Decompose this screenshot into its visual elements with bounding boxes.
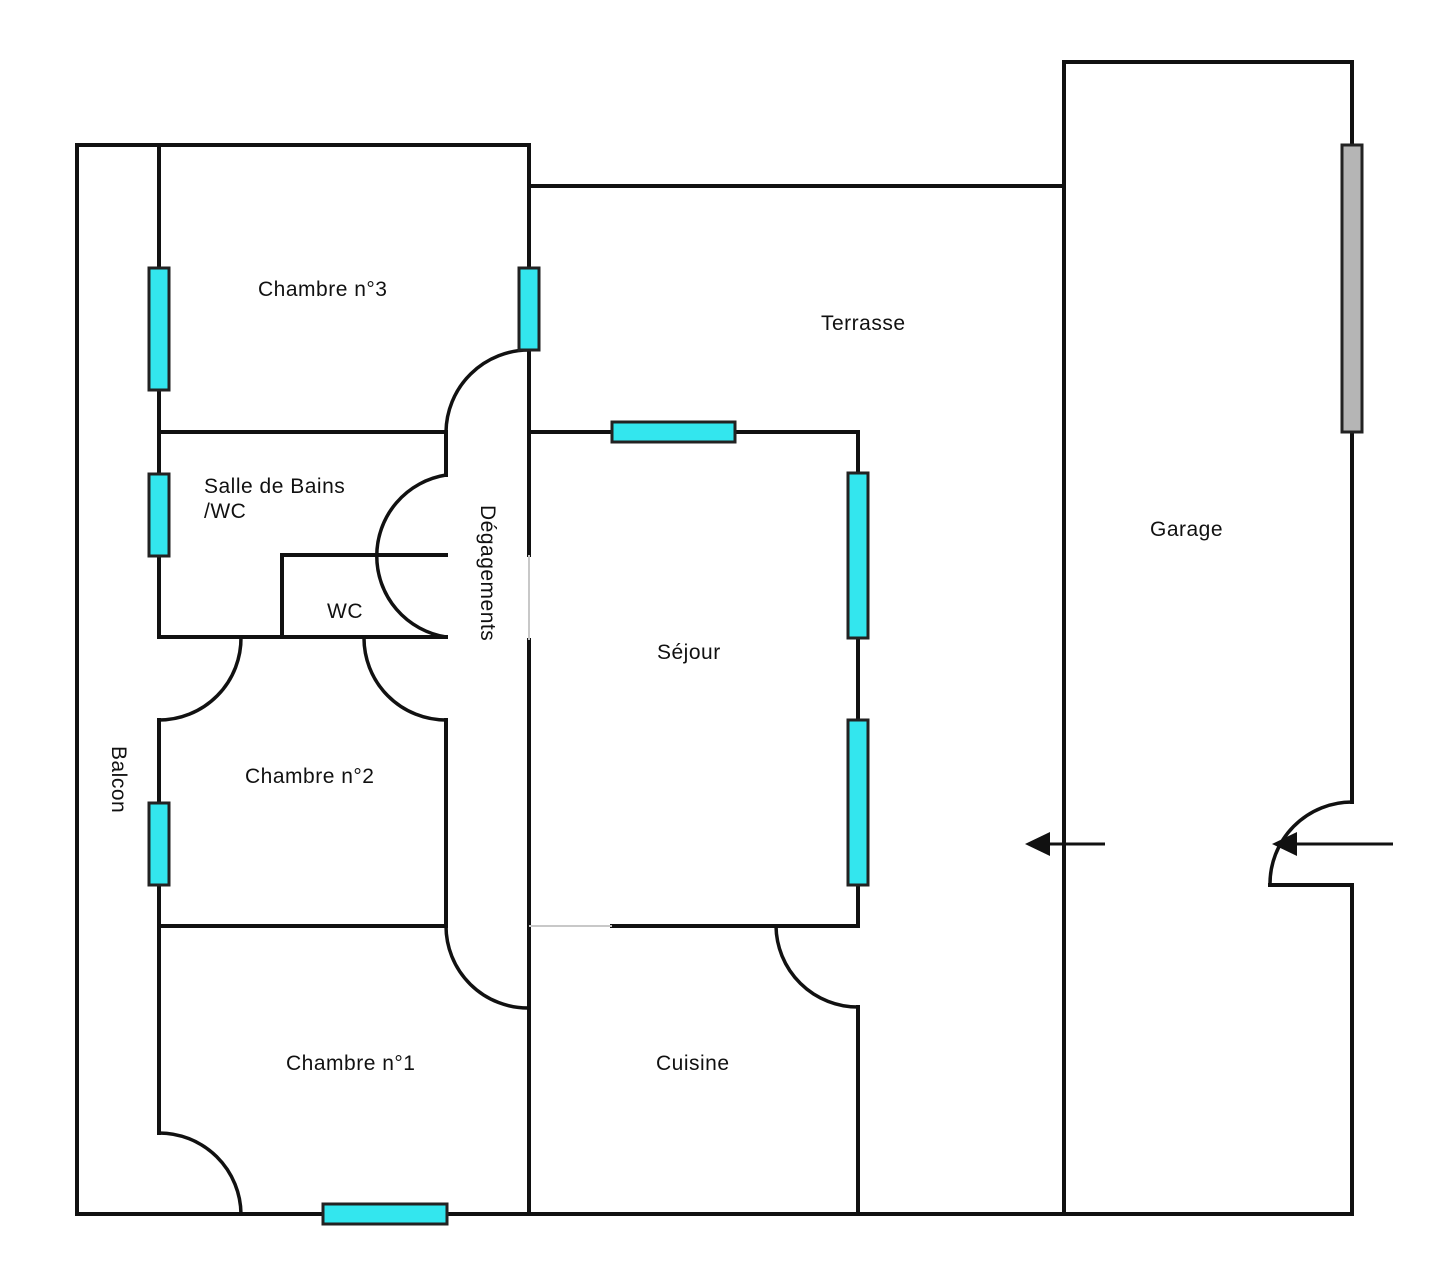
label-chambre1: Chambre n°1: [286, 1052, 415, 1075]
label-garage: Garage: [1150, 518, 1223, 541]
label-wc: WC: [327, 600, 363, 623]
window-sejour-right-b: [846, 718, 870, 887]
window-chambre1: [321, 1202, 449, 1226]
entrance-arrows: [1025, 832, 1393, 856]
label-chambre2: Chambre n°2: [245, 765, 374, 788]
door-chambre2-right: [362, 636, 447, 722]
label-degagements: Dégagements: [476, 505, 499, 641]
label-cuisine: Cuisine: [656, 1052, 730, 1075]
arrow-house-entry-icon: [1025, 832, 1050, 856]
window-chambre2: [147, 801, 171, 887]
door-cuisine: [774, 925, 859, 1009]
door-balcony: [158, 1131, 243, 1215]
label-salle-de-bains-wc: /WC: [204, 500, 246, 523]
label-salle-de-bains: Salle de Bains: [204, 475, 345, 498]
door-chambre2-left: [158, 636, 243, 722]
label-sejour: Séjour: [657, 641, 721, 664]
door-garage: [1268, 800, 1353, 886]
garage-door: [1340, 143, 1364, 434]
room-labels: Chambre n°3 Terrasse Salle de Bains /WC …: [107, 278, 1223, 1075]
window-bathroom: [147, 472, 171, 558]
label-balcon: Balcon: [107, 746, 130, 813]
doors: [158, 348, 1353, 1215]
door-bathroom: [375, 473, 447, 639]
window-chambre3-right: [517, 266, 541, 352]
walls: [75, 60, 1354, 1216]
label-chambre3: Chambre n°3: [258, 278, 387, 301]
door-chambre3: [444, 348, 530, 433]
arrow-garage-entry-icon: [1272, 832, 1297, 856]
window-sejour-top: [610, 420, 737, 444]
windows: [147, 143, 1364, 1226]
window-sejour-right-a: [846, 471, 870, 640]
door-chambre1: [444, 925, 530, 1010]
label-terrasse: Terrasse: [821, 312, 906, 335]
window-chambre3-left: [147, 266, 171, 392]
